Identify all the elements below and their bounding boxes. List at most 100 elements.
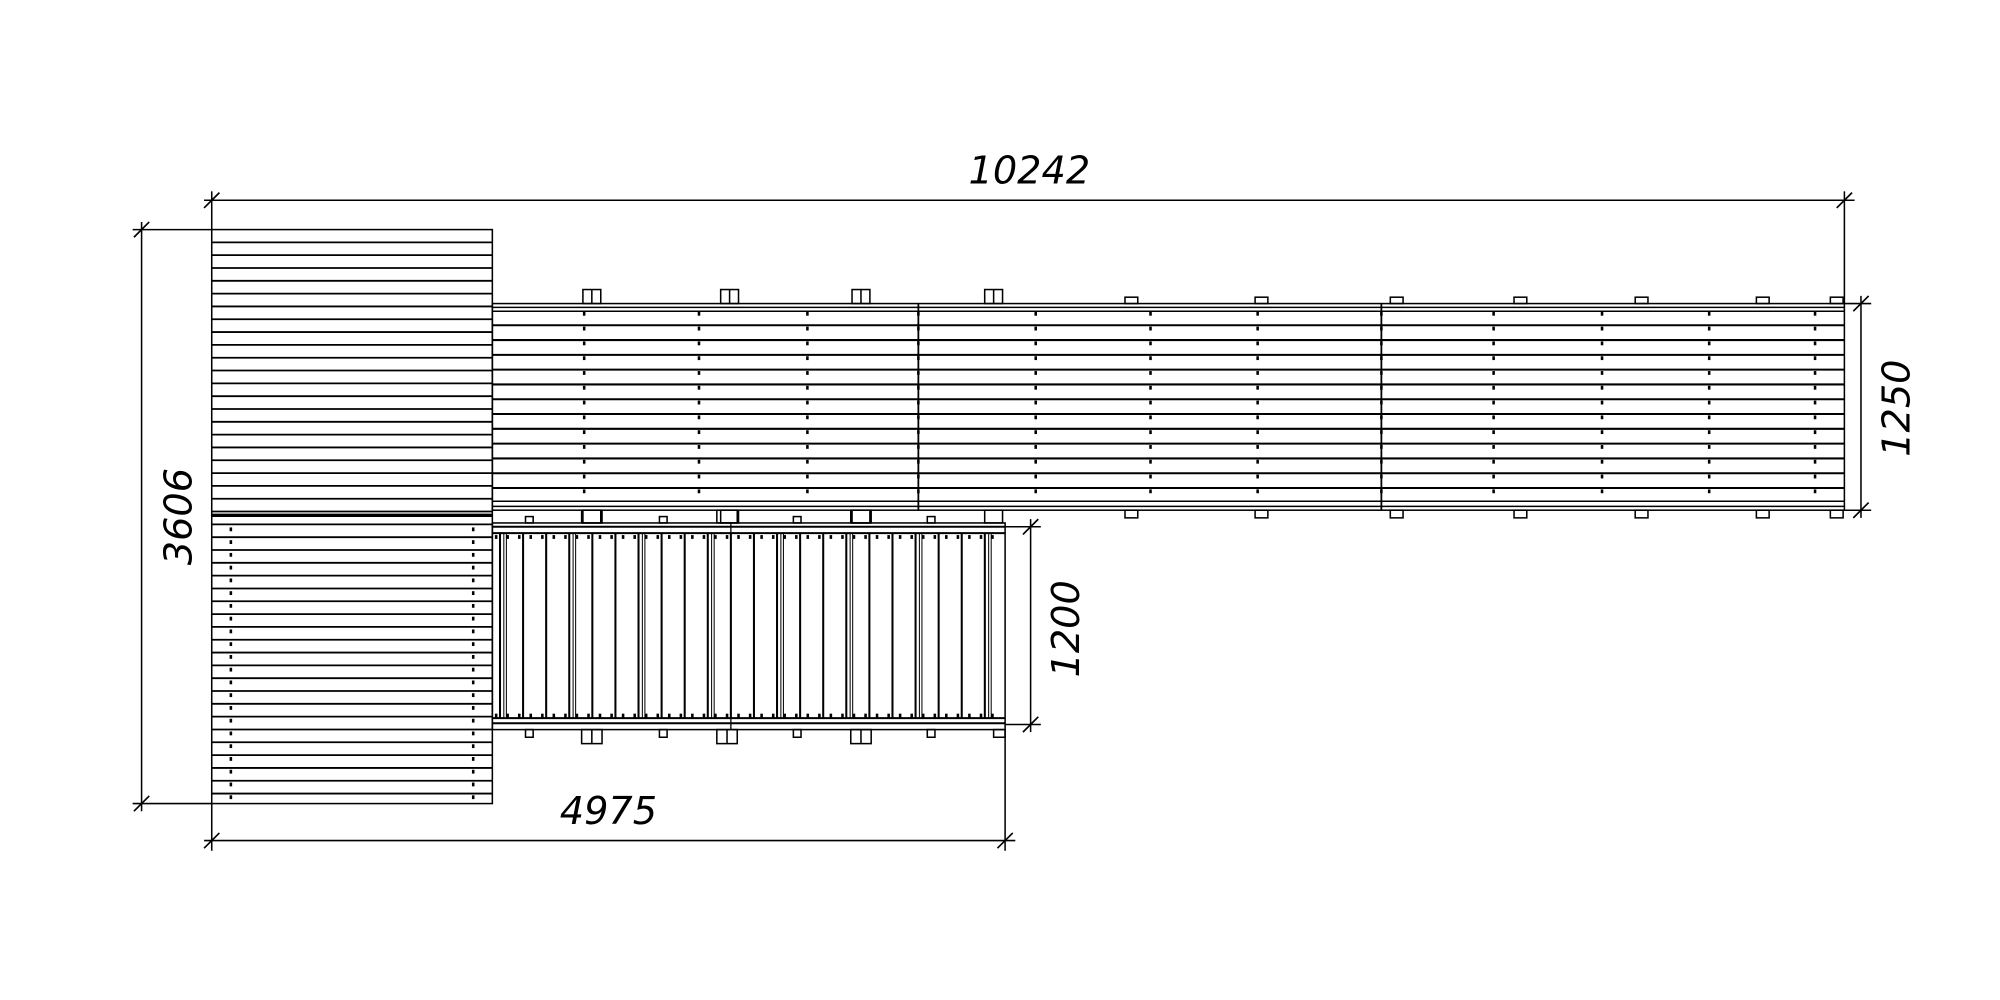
screw-dot [229,578,233,583]
screw-dot [917,474,920,479]
screw-dot [229,680,233,685]
screw-dot [471,795,475,800]
screw-dot [1256,400,1259,405]
screw-dot [917,341,920,346]
screw-dot [979,535,983,539]
screw-dot [1707,326,1711,331]
screw-dot [656,713,660,718]
screw-dot [956,535,960,539]
screw-dot [917,400,920,405]
screw-dot [644,713,648,718]
screw-dot [1600,326,1604,331]
screw-dot [783,713,786,718]
side-post-bottom-small [792,728,802,739]
screw-dot [575,535,579,539]
screw-dot [582,430,586,435]
screw-dot [471,578,475,583]
screw-dot [1034,356,1037,361]
screw-dot [471,642,475,647]
screw-dot [229,744,233,749]
screw-dot [1813,356,1817,361]
screw-dot [1149,356,1152,361]
screw-dot [1149,415,1152,420]
screw-dot [582,371,586,375]
screw-dot [1813,311,1817,316]
screw-dot [945,535,948,539]
screw-dot [679,535,683,539]
screw-dot [229,565,233,570]
screw-dot [818,535,821,539]
screw-dot [1813,474,1817,479]
screw-dot [1707,430,1711,435]
screw-dot [229,654,233,659]
screw-dot [1707,356,1711,361]
screw-dot [1034,371,1037,375]
post-bottom-small [1513,509,1528,519]
screw-dot [697,415,701,420]
screw-dot [679,713,683,718]
screw-dot [852,713,856,718]
dimension-overall-width: 3606 [156,468,201,565]
screw-dot [506,535,509,539]
post-top-small [1634,296,1649,305]
screw-dot [737,713,740,718]
screw-dot [582,341,586,346]
screw-dot [806,341,809,346]
screw-dot [598,713,602,718]
screw-dot [1380,400,1383,405]
screw-dot [587,713,590,718]
screw-dot [806,400,809,405]
dimension-tick [1852,501,1870,519]
screw-dot [806,445,809,449]
screw-dot [1707,341,1711,346]
screw-dot [806,430,809,435]
screw-dot [471,731,475,736]
screw-dot [910,535,914,539]
screw-dot [1149,326,1152,331]
screw-dot [806,326,809,331]
screw-dot [564,535,567,539]
screw-dot [582,474,586,479]
screw-dot [921,713,925,718]
screw-dot [806,311,809,316]
dimension-tick [133,221,150,238]
screw-dot [471,629,475,634]
screw-dot [1256,415,1259,420]
screw-dot [921,535,925,539]
screw-dot [229,718,233,723]
screw-dot [582,445,586,449]
screw-dot [771,535,775,539]
side-post-top [716,509,739,524]
screw-dot [1707,415,1711,420]
screw-dot [806,535,810,539]
screw-dot [471,769,475,774]
screw-dot [1707,385,1711,390]
screw-dot [1600,356,1604,361]
screw-dot [1149,400,1152,405]
screw-dot [917,385,920,390]
screw-dot [1034,385,1037,390]
screw-dot [697,489,701,494]
screw-dot [887,713,890,718]
screw-dot [598,535,602,539]
post-top-small [1513,296,1528,305]
screw-dot [697,311,701,316]
screw-dot [697,385,701,390]
screw-dot [667,713,671,718]
screw-dot [1034,415,1037,420]
screw-dot [471,616,475,621]
screw-dot [864,713,867,718]
screw-dot [1149,430,1152,435]
dimension-tick [1836,192,1853,209]
screw-dot [1034,430,1037,435]
screw-dot [1034,341,1037,346]
screw-dot [621,713,625,718]
screw-dot [229,642,233,647]
screw-dot [1813,415,1817,420]
screw-dot [1600,311,1604,316]
screw-dot [1256,489,1259,494]
screw-dot [1256,356,1259,361]
screw-dot [1707,474,1711,479]
screw-dot [644,535,648,539]
screw-dot [1380,356,1383,361]
